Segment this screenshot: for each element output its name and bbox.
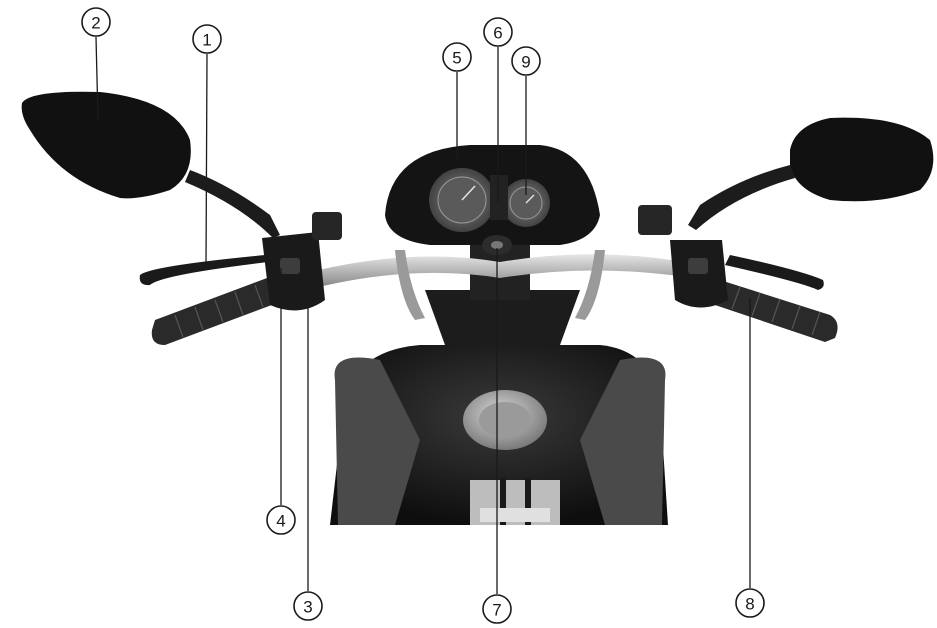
left-lever xyxy=(140,255,268,285)
callout-6: 6 xyxy=(484,18,512,46)
callout-6-number: 6 xyxy=(493,24,502,43)
callout-1-number: 1 xyxy=(202,31,211,50)
callout-9-number: 9 xyxy=(521,53,530,72)
right-lever xyxy=(725,255,824,290)
fuel-cap xyxy=(463,390,547,450)
callout-8: 8 xyxy=(736,589,764,617)
callout-9: 9 xyxy=(512,47,540,75)
callout-2-number: 2 xyxy=(91,14,100,33)
callout-4-number: 4 xyxy=(276,512,285,531)
callout-4: 4 xyxy=(267,506,295,534)
callout-7: 7 xyxy=(483,595,511,623)
callout-1: 1 xyxy=(193,25,221,53)
callout-3: 3 xyxy=(294,592,322,620)
callout-7-number: 7 xyxy=(492,601,501,620)
right-mirror xyxy=(688,118,933,230)
callout-5: 5 xyxy=(443,43,471,71)
right-switch-housing xyxy=(638,205,728,308)
callout-5-number: 5 xyxy=(452,49,461,68)
left-grip xyxy=(152,275,285,345)
callout-2: 2 xyxy=(82,8,110,36)
callout-3-number: 3 xyxy=(303,598,312,617)
left-mirror xyxy=(22,92,280,238)
instrument-cluster xyxy=(385,145,600,245)
callout-8-number: 8 xyxy=(745,595,754,614)
